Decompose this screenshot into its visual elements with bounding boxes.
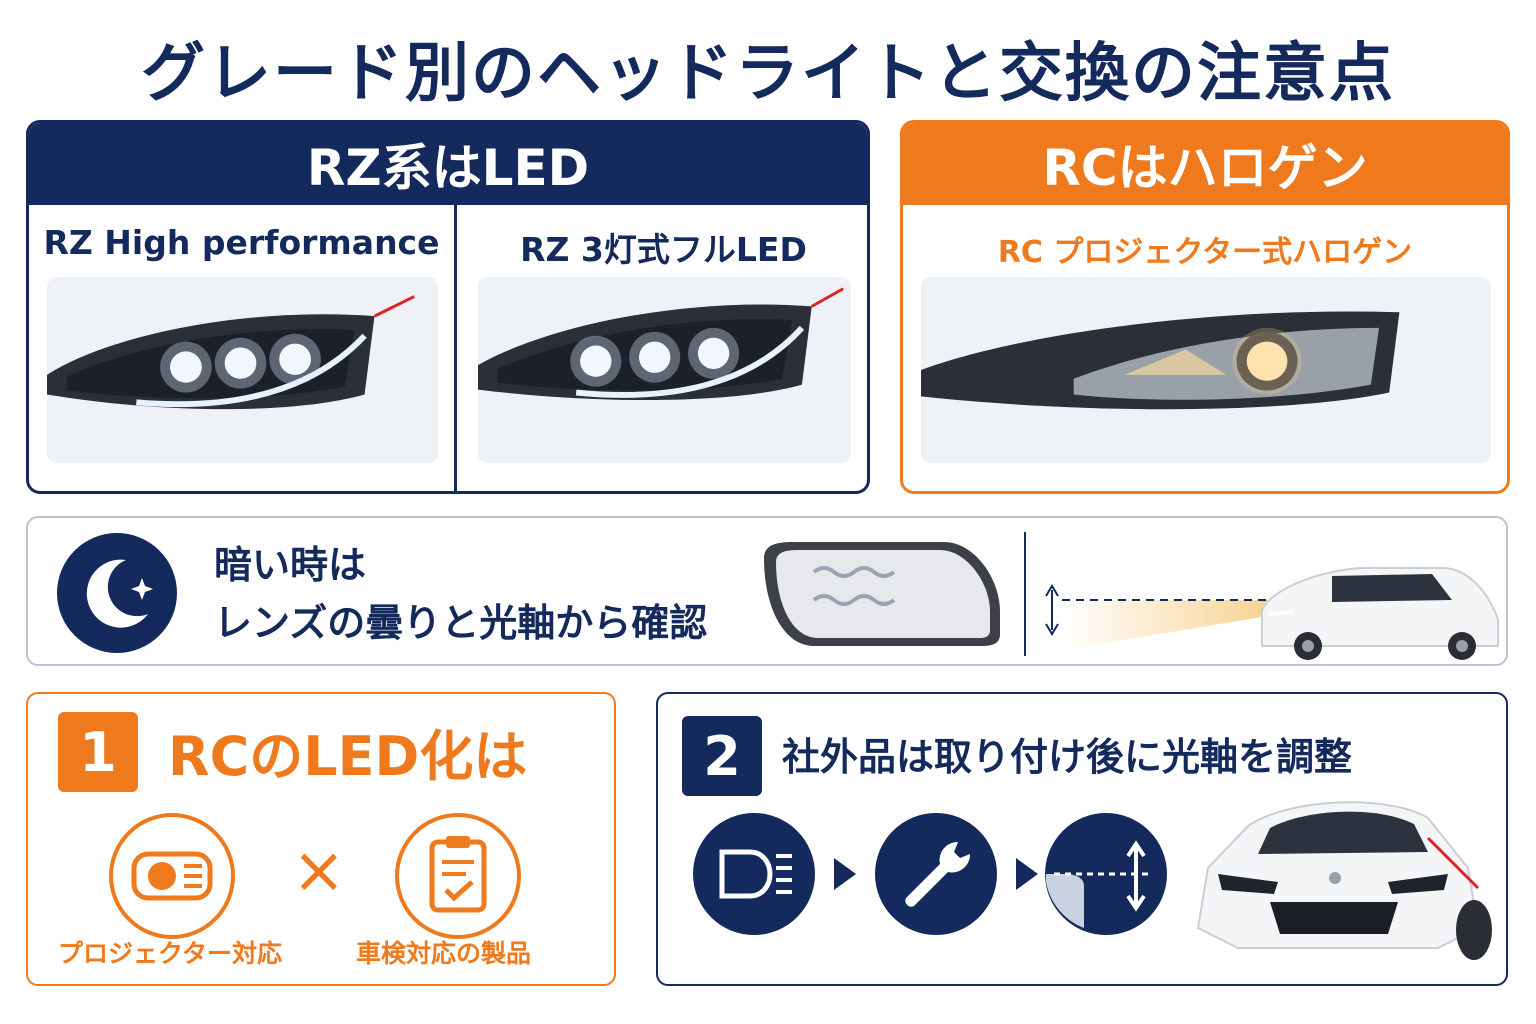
tip1-title: RCのLED化は: [168, 725, 528, 788]
night-check-section: 暗い時は レンズの曇りと光軸から確認: [26, 516, 1508, 666]
rz-high-performance-card: RZ High performance: [29, 205, 457, 491]
rz-3-lamp-led-label: RZ 3灯式フルLED: [520, 230, 807, 269]
rz-3-lamp-led-card: RZ 3灯式フルLED: [460, 205, 867, 491]
headlight-icon: [693, 813, 815, 935]
beam-adjust-icon: [1045, 813, 1167, 935]
tip1-card: 1 RCのLED化は プロジェクター対応 × 車検対応の製品: [26, 692, 616, 986]
rz-panel-header: RZ系はLED: [29, 123, 867, 205]
clipboard-check-icon: [395, 813, 521, 939]
projector-headlight-icon: [109, 813, 235, 939]
rz-3-lamp-led-headlight-image: [478, 277, 851, 463]
tip1-item1-label: プロジェクター対応: [58, 939, 283, 968]
tip2-card: 2 社外品は取り付け後に光軸を調整: [656, 692, 1508, 986]
rz-high-performance-label: RZ High performance: [43, 223, 440, 262]
gr-yaris-car-image: [1196, 801, 1492, 960]
moon-icon: [57, 533, 177, 653]
beam-axis-icon: [1045, 567, 1499, 660]
rc-panel-header: RCはハロゲン: [903, 123, 1507, 205]
rc-panel: RCはハロゲン RC プロジェクター式ハロゲン: [900, 120, 1510, 494]
wall-line: [1024, 532, 1026, 656]
foggy-lens-icon: [764, 542, 1000, 646]
rc-projector-halogen-label: RC プロジェクター式ハロゲン: [997, 235, 1413, 270]
night-check-line1: 暗い時は: [214, 543, 367, 587]
tip1-item2-label: 車検対応の製品: [356, 939, 532, 968]
step-arrow-1: [834, 858, 856, 890]
tip2-number: 2: [682, 716, 762, 796]
tip1-number: 1: [58, 712, 138, 792]
night-check-text: 暗い時は レンズの曇りと光軸から確認: [214, 536, 707, 652]
night-check-line2: レンズの曇りと光軸から確認: [214, 601, 708, 645]
rz-high-performance-headlight-image: [47, 277, 438, 463]
page-title: グレード別のヘッドライトと交換の注意点: [141, 37, 1395, 111]
times-operator: ×: [292, 834, 346, 908]
rc-halogen-headlight-image: [921, 277, 1491, 463]
step-arrow-2: [1016, 858, 1038, 890]
tip2-title: 社外品は取り付け後に光軸を調整: [782, 735, 1353, 779]
wrench-icon: [875, 813, 997, 935]
rz-panel: RZ系はLED RZ High performance RZ 3灯式フルLED: [26, 120, 870, 494]
rc-projector-halogen-card: RC プロジェクター式ハロゲン: [903, 205, 1507, 491]
